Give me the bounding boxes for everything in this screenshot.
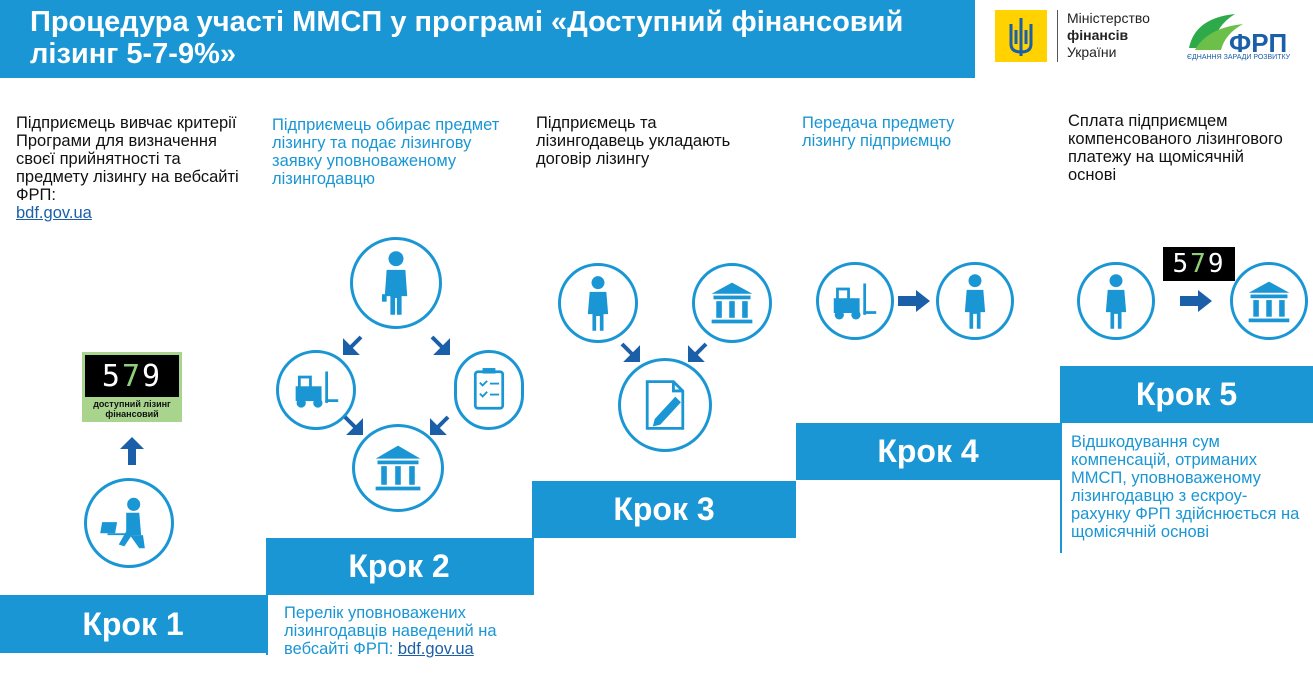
step-2-note: Перелік уповноважених лізингодавців наве… xyxy=(284,604,497,658)
person-icon xyxy=(558,263,638,343)
logo-divider xyxy=(1057,10,1058,62)
step-2-text: Підприємець обирає предмет лізингу та по… xyxy=(272,116,500,188)
arrow-right-icon xyxy=(898,290,930,312)
step-3-bar: Крок 3 xyxy=(532,481,796,538)
ministry-line2: фінансів xyxy=(1067,27,1129,43)
arrow-down-left-icon xyxy=(688,342,708,362)
step-5-note: Відшкодування сум компенсацій, отриманих… xyxy=(1071,433,1300,541)
step-3-text: Підприємець та лізингодавець укладають д… xyxy=(536,114,731,168)
arrow-up-icon xyxy=(120,437,144,465)
ministry-line3: України xyxy=(1067,44,1117,60)
person-laptop-icon xyxy=(84,478,174,568)
step-4-text: Передача предмету лізингу підприємцю xyxy=(802,114,955,150)
bank-icon xyxy=(1230,262,1308,340)
arrow-down-right-icon xyxy=(343,415,363,435)
clipboard-checklist-icon xyxy=(454,350,524,430)
frp-logo: ФРП ЄДНАННЯ ЗАРАДИ РОЗВИТКУ xyxy=(1185,8,1305,66)
ministry-line1: Міністерство xyxy=(1067,10,1150,26)
forklift-icon xyxy=(816,262,894,340)
divider-line xyxy=(266,595,268,655)
frp-tagline: ЄДНАННЯ ЗАРАДИ РОЗВИТКУ xyxy=(1187,54,1291,61)
divider-line xyxy=(1060,423,1062,553)
person-icon xyxy=(350,237,442,329)
step-5-text: Сплата підприємцем компенсованого лізинг… xyxy=(1068,112,1283,184)
trident-icon xyxy=(995,10,1047,62)
step-5-bar: Крок 5 xyxy=(1060,366,1313,423)
header-bar xyxy=(0,0,975,78)
step-2-link[interactable]: bdf.gov.ua xyxy=(397,640,474,658)
step-2-bar: Крок 2 xyxy=(266,538,532,595)
arrow-down-right-icon xyxy=(430,335,450,355)
person-icon xyxy=(1077,262,1155,340)
program-logo-caption: доступний лізинг фінансовий xyxy=(93,399,171,419)
page-title: Процедура участі ММСП у програмі «Доступ… xyxy=(30,6,904,70)
ministry-logo: Міністерство фінансів України xyxy=(995,10,1175,66)
arrow-down-left-icon xyxy=(343,335,363,355)
arrow-down-right-icon xyxy=(620,342,640,362)
bank-icon xyxy=(352,424,444,512)
divider-line xyxy=(532,538,534,595)
arrow-right-icon xyxy=(1180,290,1212,312)
frp-logo-text: ФРП xyxy=(1229,28,1288,58)
bank-icon xyxy=(692,263,772,343)
step-1-link[interactable]: bdf.gov.ua xyxy=(16,204,92,222)
arrow-down-left-icon xyxy=(430,415,450,435)
forklift-icon xyxy=(276,350,356,430)
step-4-bar: Крок 4 xyxy=(796,423,1060,480)
contract-signing-icon xyxy=(618,358,712,452)
person-icon xyxy=(936,262,1014,340)
step-1-bar: Крок 1 xyxy=(0,595,266,653)
step-1-text: Підприємець вивчає критерії Програми для… xyxy=(16,114,239,222)
